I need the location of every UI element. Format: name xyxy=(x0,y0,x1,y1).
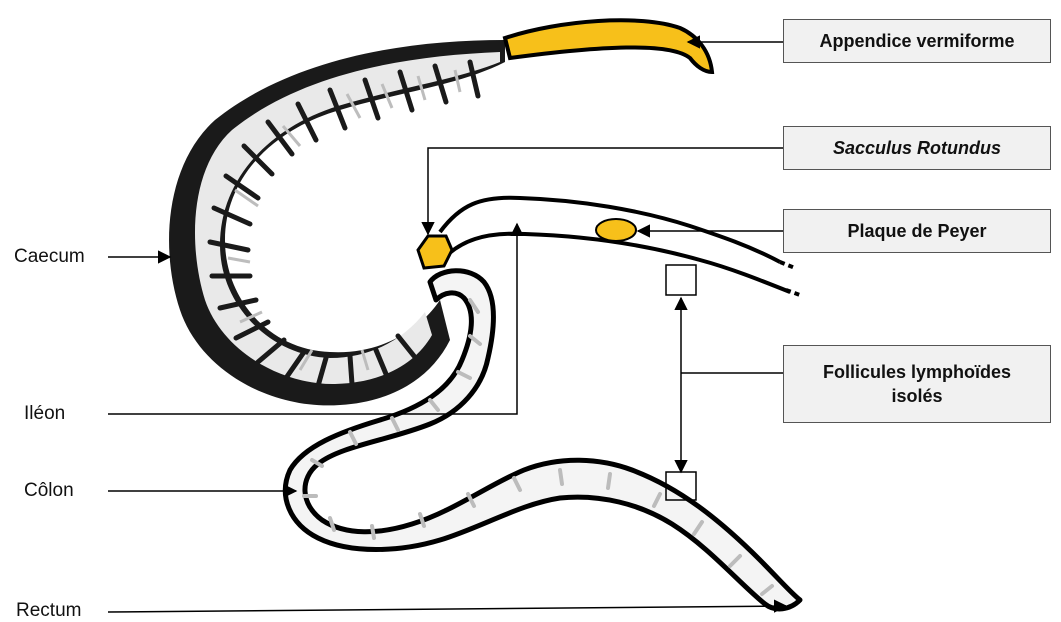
colon-shape xyxy=(285,271,800,609)
rectum-leader xyxy=(108,606,786,612)
label-sacculus-box: Sacculus Rotundus xyxy=(783,126,1051,170)
follicle-box-upper xyxy=(666,265,696,295)
label-sacculus: Sacculus Rotundus xyxy=(833,136,1001,160)
label-follicles-box: Follicules lymphoïdes isolés xyxy=(783,345,1051,423)
label-ileon: Iléon xyxy=(24,403,65,425)
label-appendix: Appendice vermiforme xyxy=(819,29,1014,53)
label-follicles-line1: Follicules lymphoïdes xyxy=(823,360,1011,384)
peyer-patch-shape xyxy=(596,219,636,241)
appendix-shape xyxy=(505,20,712,72)
label-colon: Côlon xyxy=(24,480,74,502)
sacculus-rotundus-shape xyxy=(418,236,452,268)
label-peyer-box: Plaque de Peyer xyxy=(783,209,1051,253)
label-caecum: Caecum xyxy=(14,246,85,268)
caecum-shape xyxy=(169,40,505,405)
label-appendix-box: Appendice vermiforme xyxy=(783,19,1051,63)
label-follicles-line2: isolés xyxy=(891,384,942,408)
label-peyer: Plaque de Peyer xyxy=(847,219,986,243)
label-rectum: Rectum xyxy=(16,600,81,622)
ileum-shape xyxy=(440,198,800,295)
